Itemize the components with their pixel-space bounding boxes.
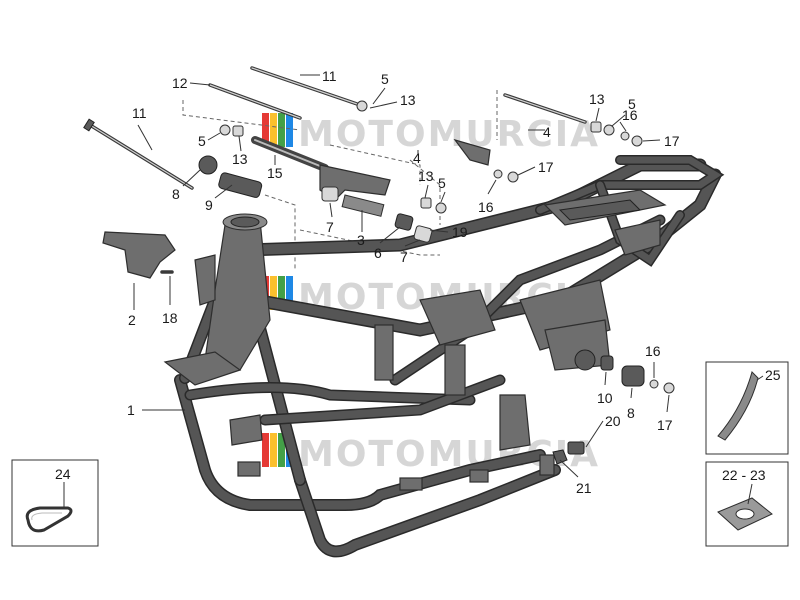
- callout-18: 18: [162, 310, 178, 326]
- callout-22-23: 22 - 23: [722, 467, 766, 483]
- callout-13: 13: [418, 168, 434, 184]
- callout-24: 24: [55, 466, 71, 482]
- watermark-text: MOTOMURCIA: [298, 114, 600, 155]
- callout-6: 6: [374, 245, 382, 261]
- callout-17: 17: [664, 133, 680, 149]
- callout-16: 16: [622, 107, 638, 123]
- callout-12: 12: [172, 75, 188, 91]
- callout-5: 5: [198, 133, 206, 149]
- callout-7: 7: [326, 219, 334, 235]
- callout-4: 4: [543, 124, 551, 140]
- callout-25: 25: [765, 367, 781, 383]
- callout-13: 13: [589, 91, 605, 107]
- callout-5: 5: [381, 71, 389, 87]
- callout-8: 8: [172, 186, 180, 202]
- watermark-top: MOTOMURCIA: [262, 113, 600, 155]
- callout-5: 5: [438, 175, 446, 191]
- callout-7: 7: [400, 249, 408, 265]
- callout-20: 20: [605, 413, 621, 429]
- exploded-parts: [83, 66, 675, 465]
- main-frame: [163, 155, 725, 558]
- inset-24: [11, 459, 99, 547]
- callout-19: 19: [452, 224, 468, 240]
- callout-21: 21: [576, 480, 592, 496]
- callout-3: 3: [357, 232, 365, 248]
- leader-lines: [133, 74, 670, 478]
- callout-16: 16: [645, 343, 661, 359]
- callout-1: 1: [127, 402, 135, 418]
- callout-10: 10: [597, 390, 613, 406]
- callout-13: 13: [400, 92, 416, 108]
- callout-8: 8: [627, 405, 635, 421]
- callout-16: 16: [478, 199, 494, 215]
- callout-17: 17: [538, 159, 554, 175]
- inset-22-23: [705, 461, 789, 547]
- callout-13: 13: [232, 151, 248, 167]
- callout-11: 11: [132, 105, 147, 121]
- callout-2: 2: [128, 312, 136, 328]
- callout-15: 15: [267, 165, 283, 181]
- inset-25: [705, 361, 789, 455]
- callout-5: 5: [628, 96, 636, 112]
- callout-9: 9: [205, 197, 213, 213]
- callout-labels: 1 2 3 4 4 5 5 5 5 6 7 7 8 8 9 10 11 11 1…: [55, 68, 781, 496]
- callout-17: 17: [657, 417, 673, 433]
- callout-4: 4: [413, 150, 421, 166]
- callout-11: 11: [322, 68, 337, 84]
